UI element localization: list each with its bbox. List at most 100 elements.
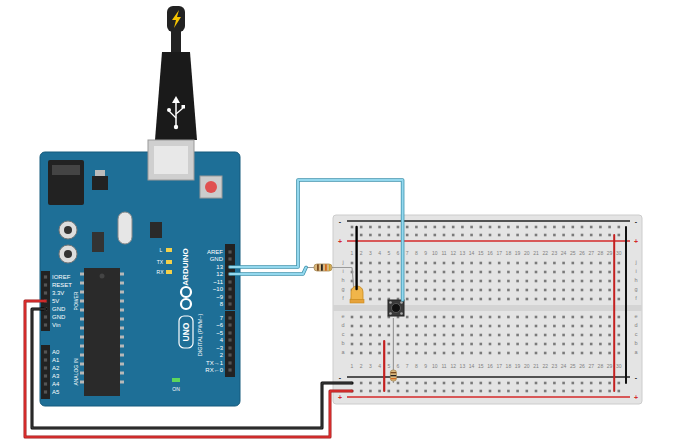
breadboard-hole (406, 382, 409, 385)
row-number: 3 (369, 364, 372, 369)
breadboard-hole (562, 280, 565, 283)
pin-label: GND (210, 256, 223, 262)
chip-pin (120, 372, 124, 375)
breadboard-hole (406, 390, 409, 393)
breadboard-hole (562, 382, 565, 385)
breadboard-hole (378, 352, 381, 355)
breadboard-hole (562, 325, 565, 328)
breadboard-hole (507, 262, 510, 265)
breadboard-hole (608, 390, 611, 393)
breadboard-hole (388, 382, 391, 385)
board-body (40, 152, 240, 406)
row-letter: h (634, 278, 637, 284)
breadboard-hole (516, 280, 519, 283)
breadboard-hole (572, 325, 575, 328)
breadboard-hole (553, 325, 556, 328)
row-letter: j (635, 260, 636, 266)
breadboard-channel (333, 305, 642, 311)
breadboard-hole (581, 390, 584, 393)
usb-symbol (176, 108, 183, 114)
header-hole (228, 295, 231, 298)
pin-label: ~10 (213, 286, 223, 292)
chip-pin (120, 291, 124, 294)
breadboard-hole (452, 325, 455, 328)
row-letter: f (342, 296, 344, 302)
row-letter: g (634, 287, 637, 293)
breadboard-hole (443, 271, 446, 274)
row-number: 24 (561, 251, 567, 256)
row-number: 17 (496, 251, 502, 256)
pin-label: ~6 (216, 322, 223, 328)
breadboard-hole (424, 316, 427, 319)
wire (383, 341, 385, 391)
chip-pin (80, 354, 84, 357)
row-number: 13 (460, 251, 466, 256)
breadboard-hole (480, 325, 483, 328)
breadboard-hole (516, 352, 519, 355)
row-letter: j (342, 260, 343, 266)
row-number: 11 (441, 364, 446, 369)
breadboard-hole (599, 289, 602, 292)
breadboard-hole (553, 298, 556, 301)
row-number: 27 (588, 364, 594, 369)
pin-label: A5 (52, 389, 59, 395)
header-hole (44, 374, 47, 377)
breadboard-hole (452, 316, 455, 319)
breadboard-hole (544, 280, 547, 283)
row-number: 18 (506, 251, 512, 256)
breadboard-hole (351, 226, 354, 229)
breadboard-hole (480, 390, 483, 393)
breadboard-hole (581, 334, 584, 337)
breadboard-hole (452, 280, 455, 283)
breadboard-hole (489, 325, 492, 328)
breadboard-hole (618, 289, 621, 292)
rail-sign: - (635, 218, 637, 225)
breadboard-hole (452, 382, 455, 385)
rail-sign: - (339, 374, 341, 381)
board-logo: ARDUINO (182, 248, 190, 285)
row-number: 29 (607, 364, 613, 369)
breadboard-hole (351, 234, 354, 237)
row-number: 9 (424, 251, 427, 256)
microcontroller (84, 268, 120, 396)
row-number: 15 (478, 364, 484, 369)
row-number: 14 (469, 251, 475, 256)
header-hole (44, 350, 47, 353)
breadboard-hole (498, 343, 501, 346)
breadboard-hole (378, 390, 381, 393)
pin-label: ~11 (213, 279, 223, 285)
breadboard-hole (434, 382, 437, 385)
breadboard-hole (470, 334, 473, 337)
breadboard-hole (434, 334, 437, 337)
breadboard-hole (461, 280, 464, 283)
breadboard-hole (599, 334, 602, 337)
breadboard-hole (378, 280, 381, 283)
resistor-band (317, 264, 319, 270)
breadboard-hole (452, 298, 455, 301)
breadboard-hole (618, 334, 621, 337)
row-number: 23 (552, 251, 558, 256)
breadboard-hole (415, 352, 418, 355)
breadboard-hole (535, 343, 538, 346)
breadboard-hole (424, 352, 427, 355)
breadboard-hole (351, 334, 354, 337)
breadboard-hole (452, 343, 455, 346)
row-letter: d (341, 323, 344, 329)
header-hole (228, 338, 231, 341)
breadboard-hole (562, 343, 565, 346)
row-letter: e (341, 314, 344, 320)
breadboard-hole (480, 226, 483, 229)
pin-label: A4 (52, 381, 59, 387)
chip-pin (120, 273, 124, 276)
pin-label: RESET (52, 282, 72, 288)
rail-sign: + (338, 238, 342, 245)
breadboard-hole (406, 352, 409, 355)
breadboard-hole (406, 316, 409, 319)
breadboard-hole (470, 289, 473, 292)
breadboard-hole (351, 343, 354, 346)
breadboard-hole (443, 298, 446, 301)
board-model: UNO (182, 323, 191, 342)
row-number: 4 (378, 364, 381, 369)
row-number: 11 (441, 251, 446, 256)
breadboard-hole (562, 234, 565, 237)
